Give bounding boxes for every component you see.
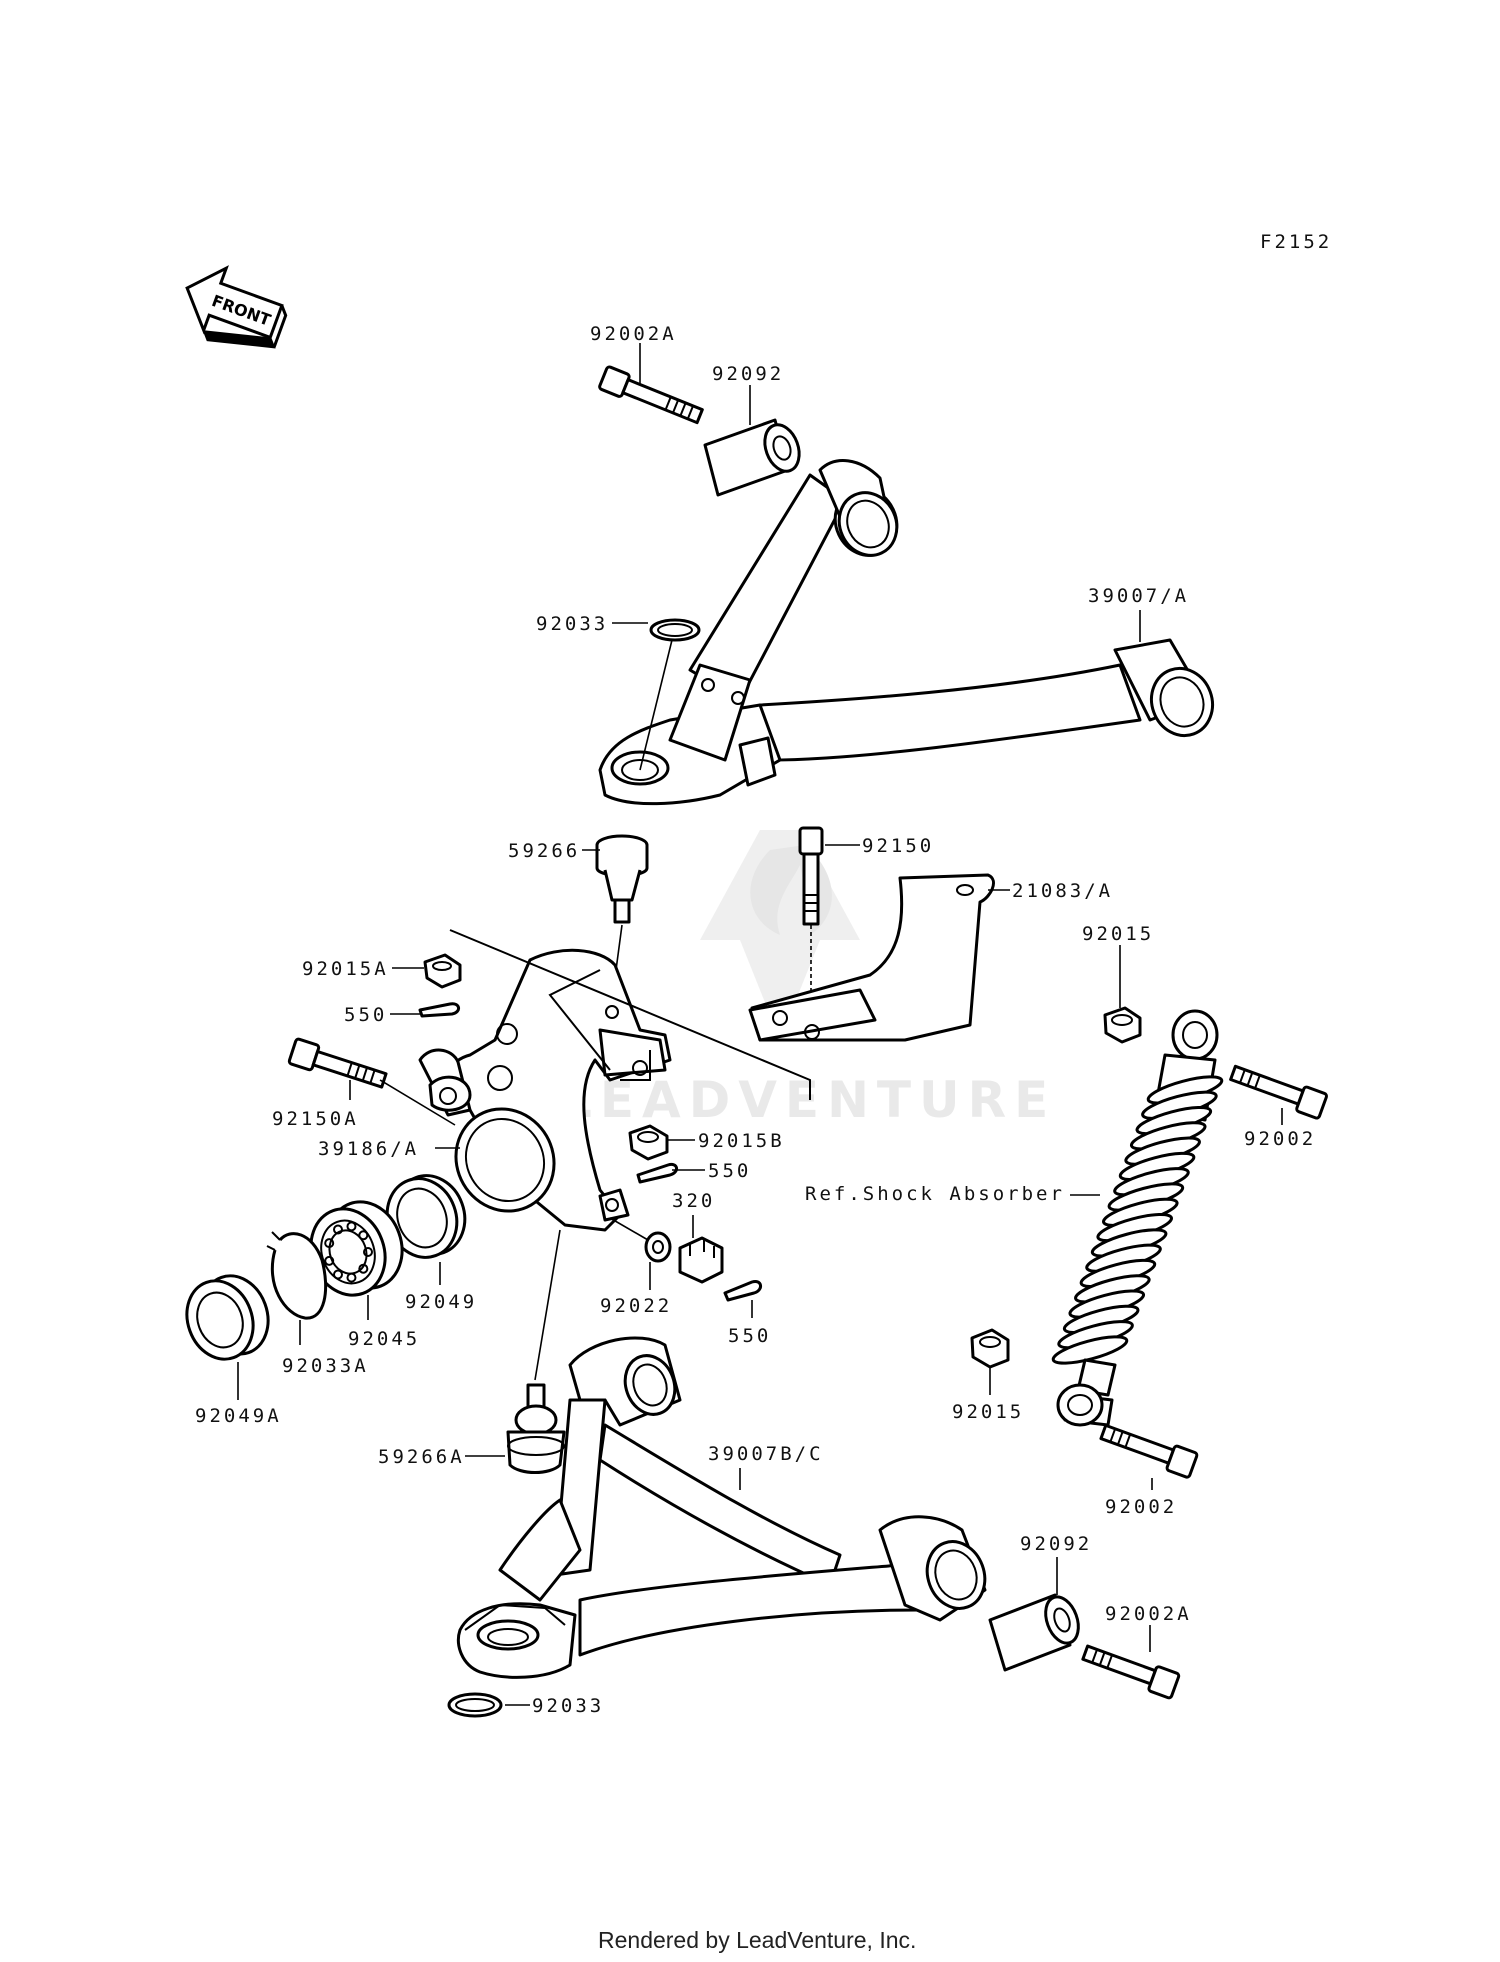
bearing-ball <box>324 1238 335 1249</box>
bearing-ball <box>363 1247 373 1257</box>
bearing-ball <box>346 1221 357 1232</box>
label-92049a: 92049A <box>195 1405 282 1427</box>
bolt-92002a-bottom <box>1081 1644 1181 1700</box>
label-92022: 92022 <box>600 1295 672 1317</box>
nut-92015-upper <box>1103 1006 1142 1044</box>
label-92045: 92045 <box>348 1328 420 1350</box>
ball-joint-59266a <box>506 1383 566 1474</box>
oil-seal-92049 <box>385 1174 467 1259</box>
bracket-21083a <box>748 873 995 1042</box>
bolt-92002-lower <box>1099 1423 1199 1479</box>
bearing-ball <box>358 1230 369 1241</box>
label-59266: 59266 <box>508 840 580 862</box>
label-92033-bottom: 92033 <box>532 1695 604 1717</box>
circlip-92033-top <box>649 618 701 642</box>
cotter-pin-550-mid <box>636 1162 678 1184</box>
bearing-ball <box>333 1224 343 1235</box>
bushing-92092-top <box>703 418 801 497</box>
washer-92022 <box>644 1231 672 1263</box>
castle-nut-320 <box>678 1236 724 1284</box>
label-92092-top: 92092 <box>712 363 784 385</box>
label-92002a-top: 92002A <box>590 323 677 345</box>
bolt-92002a-top <box>598 365 704 425</box>
knuckle-39186a <box>418 948 672 1232</box>
label-92150: 92150 <box>862 835 934 857</box>
label-92002a-bottom: 92002A <box>1105 1603 1192 1625</box>
bearing-ball <box>333 1269 343 1280</box>
nut-92015b <box>628 1124 669 1161</box>
label-550-mid: 550 <box>708 1160 751 1182</box>
bearing-ball <box>346 1272 357 1283</box>
circlip-92033a <box>266 1231 328 1320</box>
spring-coil <box>1051 1335 1129 1365</box>
shock-spring <box>1051 1075 1224 1365</box>
footer-credit: Rendered by LeadVenture, Inc. <box>598 1927 916 1953</box>
shock-absorber <box>1051 1009 1224 1427</box>
front-arrow-icon: FRONT <box>185 265 288 349</box>
label-92049: 92049 <box>405 1291 477 1313</box>
ball-joint-59266 <box>595 834 649 924</box>
label-21083a: 21083/A <box>1012 880 1113 902</box>
bearing-92045 <box>309 1200 404 1297</box>
label-92150a: 92150A <box>272 1108 359 1130</box>
label-92015a: 92015A <box>302 958 389 980</box>
nut-92015a <box>423 953 462 989</box>
label-39186a: 39186/A <box>318 1138 419 1160</box>
label-92033a: 92033A <box>282 1355 369 1377</box>
bolt-92150 <box>798 826 824 926</box>
diagram-code: F2152 <box>1260 231 1332 253</box>
bearing-ball <box>324 1255 335 1266</box>
label-92092-bottom: 92092 <box>1020 1533 1092 1555</box>
label-550-low: 550 <box>728 1325 771 1347</box>
label-92015b: 92015B <box>698 1130 785 1152</box>
bearing-balls <box>324 1221 373 1283</box>
label-92033-top: 92033 <box>536 613 608 635</box>
cotter-pin-550-left <box>418 1002 460 1018</box>
label-92002-lower: 92002 <box>1105 1496 1177 1518</box>
cotter-pin-550-low <box>723 1280 762 1302</box>
label-59266a: 59266A <box>378 1446 465 1468</box>
label-92015-lower: 92015 <box>952 1401 1024 1423</box>
upper-a-arm-39007a <box>598 459 1214 806</box>
label-92015-upper: 92015 <box>1082 923 1154 945</box>
label-ref-shock-absorber: Ref.Shock Absorber <box>805 1183 1065 1205</box>
label-92002-upper: 92002 <box>1244 1128 1316 1150</box>
label-39007a: 39007/A <box>1088 585 1189 607</box>
bolt-92150a <box>287 1037 388 1089</box>
circlip-92033-bottom <box>447 1692 503 1718</box>
lower-a-arm-39007bc <box>456 1336 987 1679</box>
bearing-ball <box>358 1263 369 1274</box>
label-320: 320 <box>672 1190 715 1212</box>
bushing-92092-bottom <box>988 1593 1080 1672</box>
bolt-92002-upper <box>1229 1064 1328 1120</box>
label-39007bc: 39007B/C <box>708 1443 824 1465</box>
oil-seal-92049a <box>185 1274 270 1361</box>
nut-92015-lower <box>970 1328 1010 1369</box>
label-550-left: 550 <box>344 1004 387 1026</box>
